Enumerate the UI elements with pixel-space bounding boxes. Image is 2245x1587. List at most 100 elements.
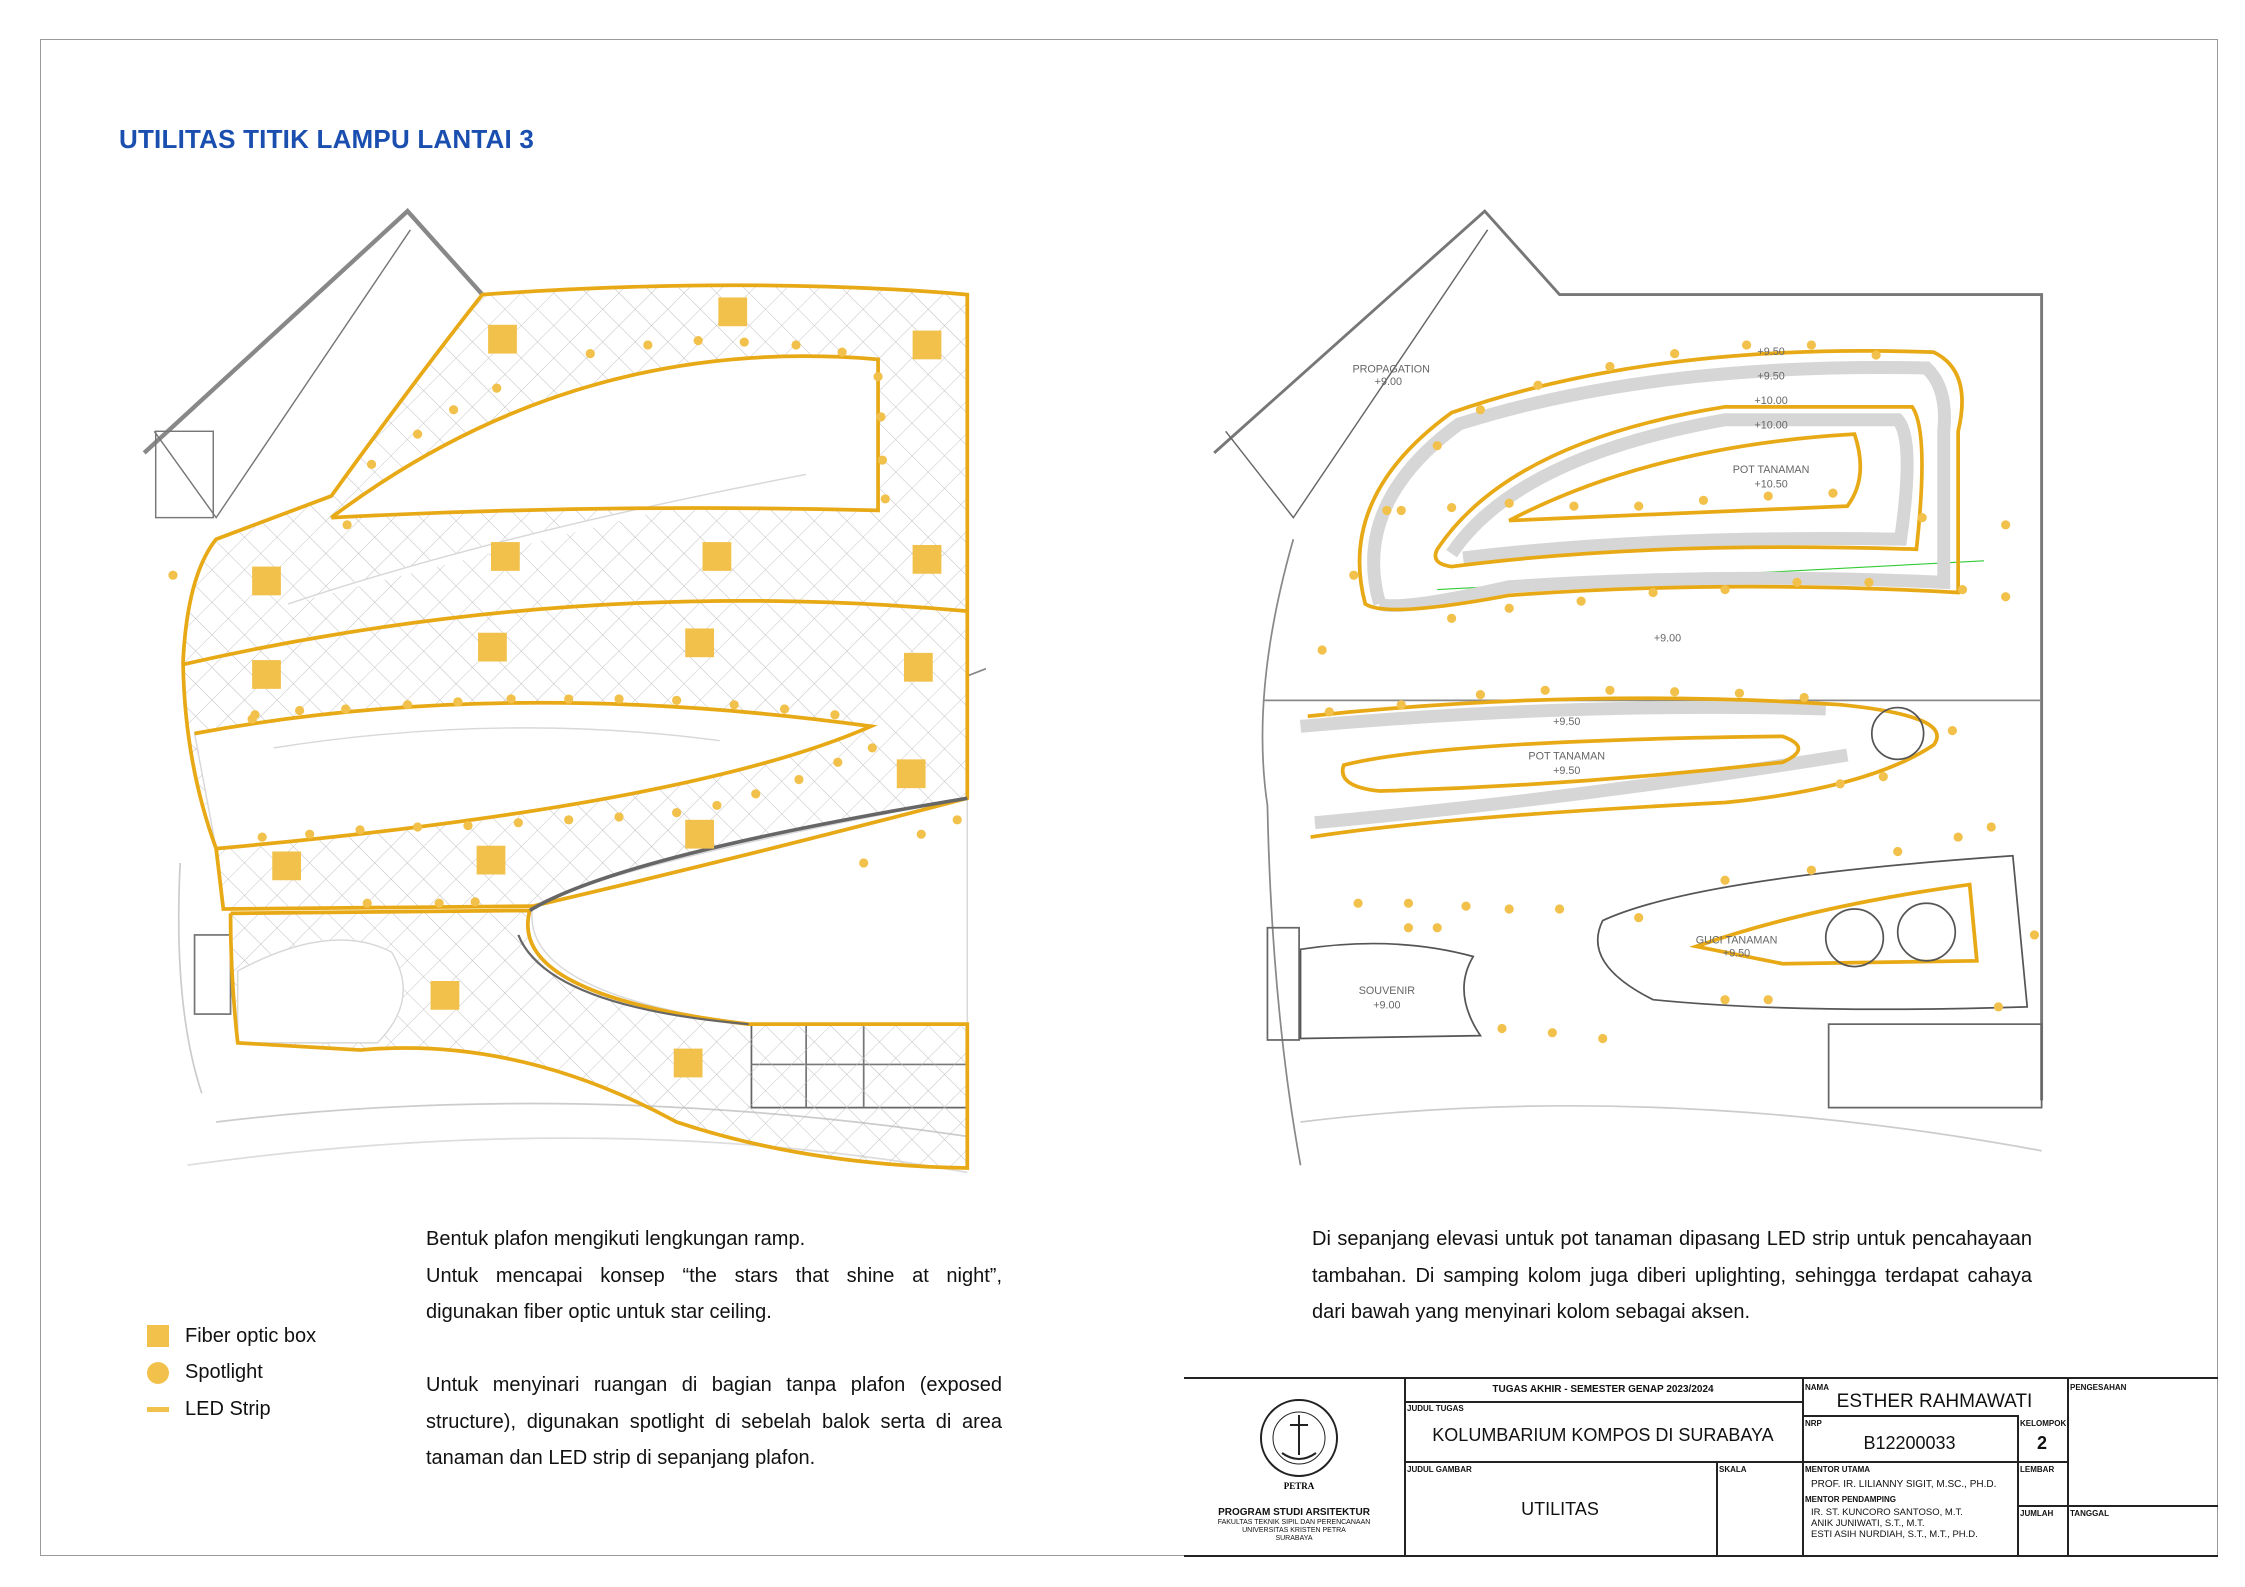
spotlight <box>1547 1028 1557 1038</box>
spotlight <box>1835 779 1845 789</box>
spotlight <box>880 494 890 504</box>
city: SURABAYA <box>1275 1535 1313 1542</box>
spotlight <box>1828 488 1838 498</box>
building-outline <box>1213 209 2044 1166</box>
spotlight <box>873 372 883 382</box>
spotlight <box>412 429 423 439</box>
spotlight <box>1806 340 1816 350</box>
legend-label: LED Strip <box>185 1397 271 1420</box>
spotlight <box>453 697 463 707</box>
spotlight <box>463 820 473 831</box>
mentor-pendamping-list: IR. ST. KUNCORO SANTOSO, M.T. ANIK JUNIW… <box>1811 1507 1978 1540</box>
fiber-optic-box <box>685 819 715 849</box>
faculty: FAKULTAS TEKNIK SIPIL DAN PERENCANAAN <box>1217 1519 1371 1526</box>
spotlight <box>1763 491 1773 501</box>
spotlight <box>1734 688 1745 698</box>
fiber-optic-box <box>673 1048 703 1078</box>
spotlight-icon <box>147 1361 169 1384</box>
legend-label: Fiber optic box <box>185 1324 317 1347</box>
legend-item-spotlight: Spotlight <box>147 1355 316 1392</box>
elev-label: +10.00 <box>1754 395 1787 407</box>
spotlight <box>1742 340 1752 350</box>
fiber-optic-box <box>478 632 507 662</box>
legend-item-fiber: Fiber optic box <box>147 1318 316 1355</box>
spotlight <box>1763 995 1773 1005</box>
spotlight <box>1504 904 1514 914</box>
spotlight <box>1720 995 1730 1005</box>
tugas-header: TUGAS AKHIR - SEMESTER GENAP 2023/2024 <box>1492 1384 1714 1395</box>
spotlight <box>643 340 653 350</box>
spotlight <box>564 815 574 825</box>
fiber-optic-box <box>252 566 281 596</box>
spotlight <box>1554 904 1565 914</box>
fiber-optic-box <box>488 324 517 354</box>
spotlight <box>1475 690 1486 700</box>
spotlight <box>168 570 178 580</box>
judul-tugas-label: JUDUL TUGAS <box>1407 1404 1464 1413</box>
spotlight <box>1349 570 1359 580</box>
spotlight <box>672 695 682 705</box>
spotlight <box>833 757 843 767</box>
elev-label: +9.50 <box>1553 765 1580 777</box>
elev-label: +10.50 <box>1754 478 1787 490</box>
spotlight <box>412 822 423 832</box>
spotlight <box>1403 923 1414 933</box>
kelompok-label: KELOMPOK <box>2020 1419 2067 1428</box>
spotlight <box>1576 596 1586 606</box>
spotlight <box>513 818 523 828</box>
spotlight <box>342 520 352 530</box>
spotlight <box>257 832 267 842</box>
spotlights <box>1317 340 2040 1044</box>
spotlight <box>614 812 624 822</box>
spotlight <box>916 829 926 839</box>
spotlights <box>168 336 962 908</box>
spotlight <box>1864 577 1874 587</box>
nama-label: NAMA <box>1805 1383 1829 1392</box>
spotlight <box>402 700 413 710</box>
title-block: PETRA PROGRAM STUDI ARSITEKTUR FAKULTAS … <box>1184 1377 2218 1557</box>
led-strip-lines <box>181 283 970 1170</box>
spotlight <box>295 705 305 716</box>
spotlight <box>876 412 886 422</box>
spotlight <box>791 340 801 350</box>
kelompok-value: 2 <box>2036 1433 2047 1453</box>
spotlight <box>1670 687 1680 697</box>
jumlah-label: JUMLAH <box>2020 1509 2054 1518</box>
spotlight <box>355 825 365 835</box>
left-description: Bentuk plafon mengikuti lengkungan ramp.… <box>426 1221 1002 1477</box>
label-guci-tanaman: GUCI TANAMAN <box>1696 935 1778 947</box>
lighting-plan-right: PROPAGATION +9.00 +9.50 +9.50 +10.00 +10… <box>1213 209 2044 1166</box>
skala-label: SKALA <box>1719 1465 1747 1474</box>
spotlight <box>1382 505 1392 516</box>
led-strip-lines <box>1307 349 1979 966</box>
spotlight <box>859 858 869 868</box>
fiber-optic-boxes <box>252 297 942 1078</box>
spotlight <box>1605 685 1615 695</box>
elev-label: +9.00 <box>1654 632 1681 644</box>
spotlight <box>1317 645 1327 655</box>
spotlight <box>1605 361 1615 372</box>
spotlight <box>1540 685 1550 695</box>
fiber-optic-box-icon <box>147 1325 169 1348</box>
pengesahan-label: PENGESAHAN <box>2070 1383 2127 1392</box>
spotlight <box>1447 613 1457 623</box>
nrp-label: NRP <box>1805 1419 1822 1428</box>
elev-label: +9.50 <box>1723 948 1750 960</box>
fiber-optic-box <box>476 845 506 875</box>
judul-gambar-label: JUDUL GAMBAR <box>1407 1465 1472 1474</box>
spotlight <box>1993 1002 2004 1012</box>
spotlight <box>779 704 790 714</box>
mentor-pendamping: IR. ST. KUNCORO SANTOSO, M.T. <box>1811 1507 1963 1518</box>
lembar-label: LEMBAR <box>2020 1465 2055 1474</box>
fiber-optic-box <box>272 851 302 881</box>
spotlight <box>794 774 804 785</box>
spotlight <box>1698 495 1709 505</box>
elev-propagation: +9.00 <box>1375 376 1402 388</box>
spotlight <box>1497 1023 1507 1034</box>
spotlight <box>867 743 877 753</box>
spotlight <box>672 808 682 818</box>
spotlight <box>1634 501 1644 511</box>
fiber-optic-box <box>685 628 715 658</box>
fiber-optic-box <box>718 297 748 327</box>
spotlight <box>1447 502 1457 513</box>
